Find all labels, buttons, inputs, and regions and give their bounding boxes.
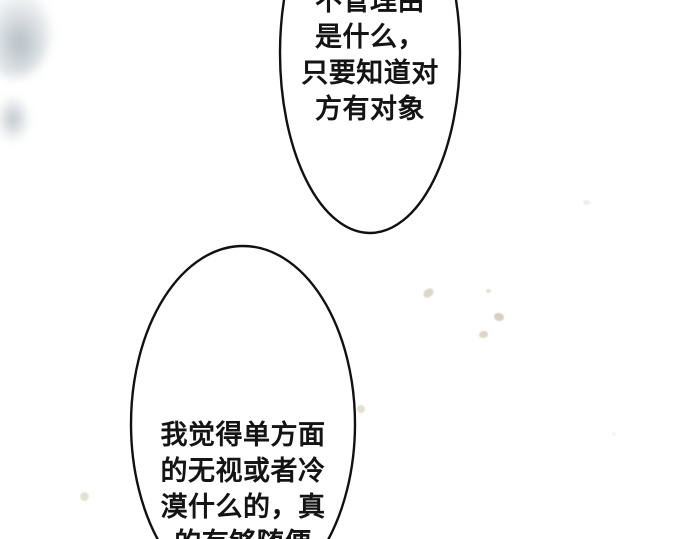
speech-bubble-bottom: 我觉得单方面 的无视或者冷 漠什么的，真 的有够随便 xyxy=(127,244,359,539)
speech-bubble-top-text: 不管理由 是什么， 只要知道对 方有对象 xyxy=(277,0,463,128)
bubble-line: 的有够随便 xyxy=(127,526,359,539)
bubble-line: 只要知道对 xyxy=(301,58,439,89)
speech-bubble-bottom-outline xyxy=(129,244,357,539)
paper-speck xyxy=(478,330,489,339)
paper-speck xyxy=(612,432,616,436)
speech-bubble-top: 不管理由 是什么， 只要知道对 方有对象 xyxy=(277,0,463,235)
paper-speck xyxy=(493,311,505,323)
corner-smudge-secondary xyxy=(0,96,30,142)
speech-bubble-bottom-text: 我觉得单方面 的无视或者冷 漠什么的，真 的有够随便 xyxy=(127,418,359,539)
bubble-line: 漠什么的，真 xyxy=(160,492,326,523)
bubble-line: 方有对象 xyxy=(315,94,425,125)
bubble-line: 不管理由 xyxy=(315,0,425,17)
bubble-line: 我觉得单方面 xyxy=(160,420,326,451)
bubble-line: 是什么， xyxy=(315,22,425,53)
corner-smudge xyxy=(0,0,50,78)
paper-speck xyxy=(486,289,491,293)
paper-speck xyxy=(583,200,590,205)
paper-speck xyxy=(421,286,436,300)
speech-bubble-top-outline xyxy=(278,0,462,235)
paper-speck xyxy=(80,492,89,501)
bubble-line: 的无视或者冷 xyxy=(160,456,326,487)
